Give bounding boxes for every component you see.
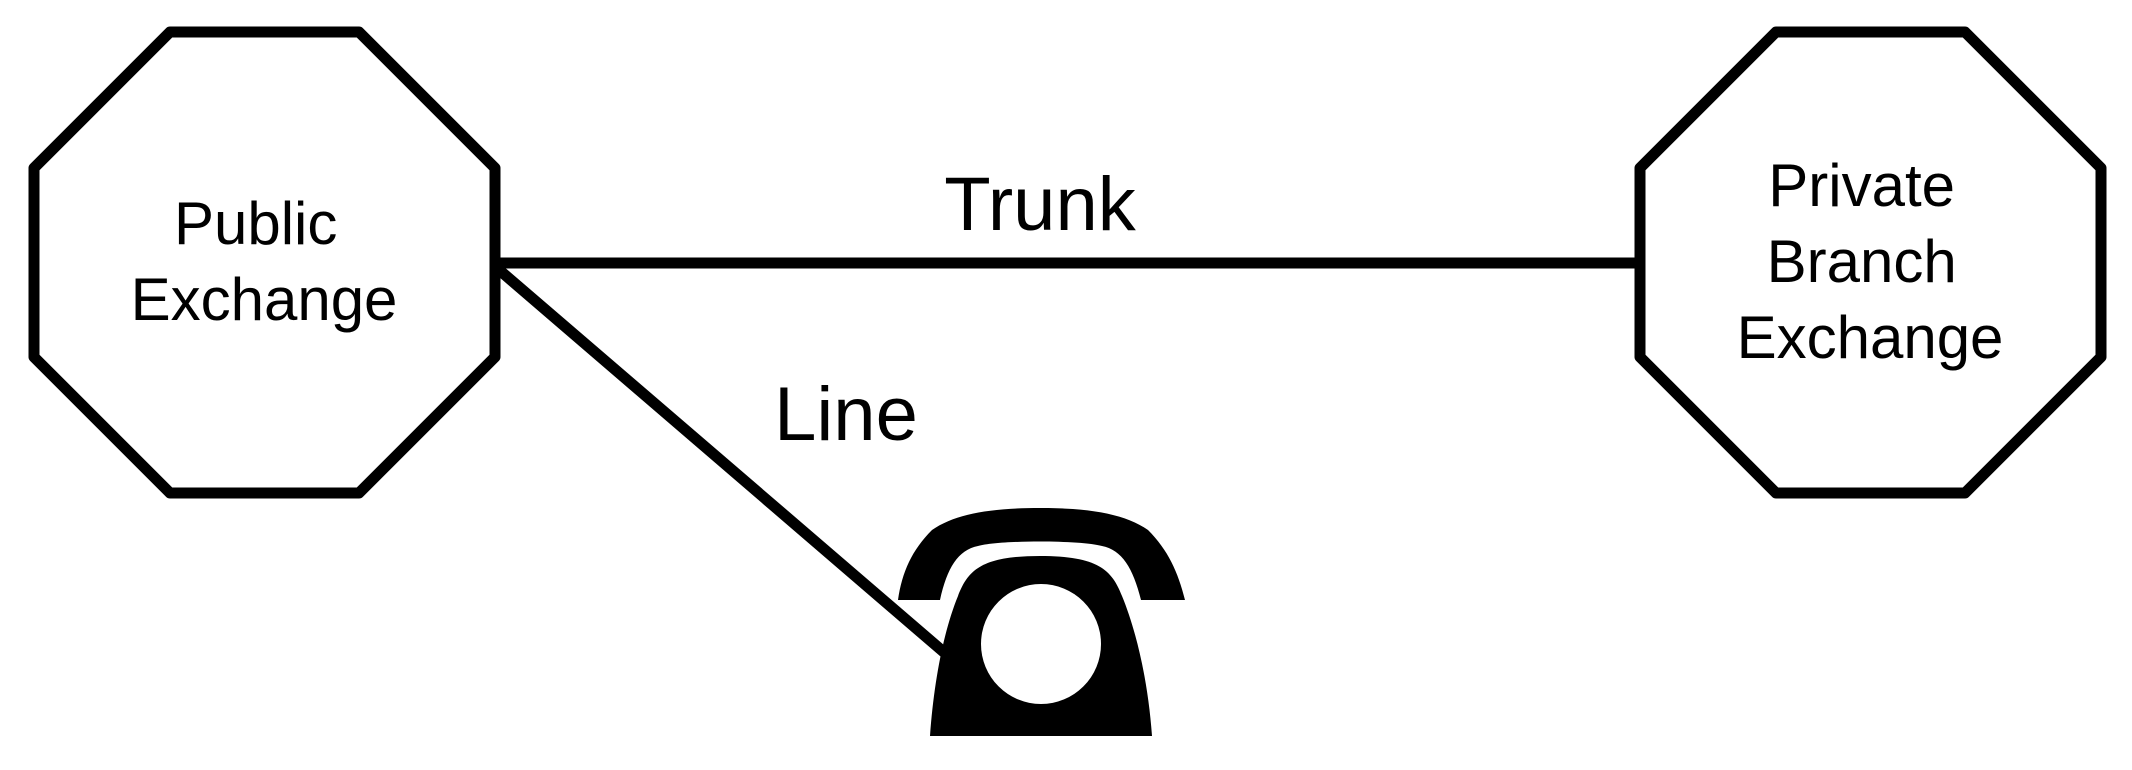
private-branch-exchange-node: Private Branch Exchange	[1634, 26, 2107, 499]
public-exchange-label-line-2: Exchange	[131, 266, 398, 333]
telephone-dial	[981, 584, 1101, 704]
telephone-icon	[898, 508, 1185, 736]
line-label: Line	[774, 372, 918, 457]
public-exchange-label: Public Exchange	[131, 190, 398, 333]
private-branch-exchange-label: Private Branch Exchange	[1737, 152, 2004, 371]
public-exchange-label-line-1: Public	[174, 190, 337, 257]
public-exchange-node: Public Exchange	[28, 26, 501, 499]
private-branch-exchange-label-line-2: Branch	[1767, 228, 1957, 295]
private-branch-exchange-octagon	[1634, 26, 2107, 499]
telephone-handset	[898, 508, 1185, 600]
private-branch-exchange-label-line-3: Exchange	[1737, 304, 2004, 371]
trunk-label: Trunk	[944, 162, 1136, 247]
line-connector	[493, 263, 950, 659]
public-exchange-octagon	[28, 26, 501, 499]
private-branch-exchange-label-line-1: Private	[1768, 152, 1955, 219]
